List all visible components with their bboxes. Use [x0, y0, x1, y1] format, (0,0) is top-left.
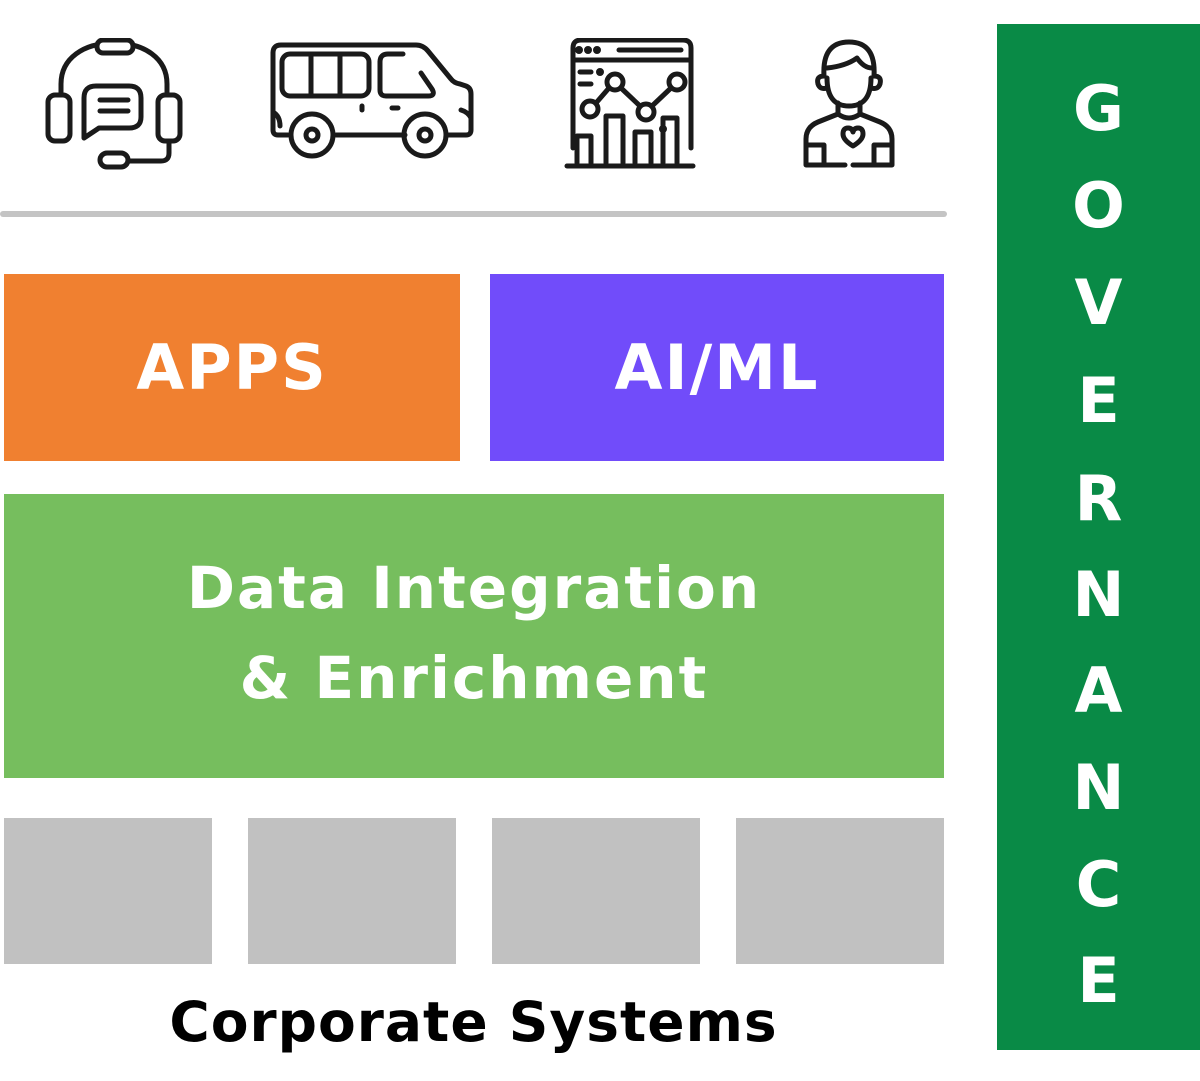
- van-icon: [268, 38, 478, 163]
- corporate-system-block-1: [4, 818, 212, 964]
- governance-bar: G O V E R N A N C E: [997, 24, 1200, 1050]
- customer-support-headset-icon: [44, 38, 184, 173]
- apps-layer: APPS: [4, 274, 460, 461]
- governance-letter: E: [1077, 944, 1120, 1017]
- governance-letter: E: [1077, 364, 1120, 437]
- governance-letter: N: [1072, 751, 1125, 824]
- ai-ml-layer: AI/ML: [490, 274, 944, 461]
- apps-label: APPS: [136, 331, 328, 404]
- data-integration-label-line2: & Enrichment: [239, 644, 709, 712]
- person-heart-icon: [802, 38, 897, 173]
- governance-letter: G: [1073, 72, 1124, 145]
- corporate-systems-label: Corporate Systems: [169, 990, 778, 1054]
- governance-letter: A: [1074, 654, 1123, 727]
- ai-ml-label: AI/ML: [614, 331, 820, 404]
- governance-letter: R: [1074, 462, 1123, 535]
- analytics-dashboard-icon: [563, 38, 698, 173]
- data-integration-layer: Data Integration & Enrichment: [4, 494, 944, 778]
- corporate-system-block-2: [248, 818, 456, 964]
- corporate-system-block-4: [736, 818, 944, 964]
- governance-letter: V: [1074, 266, 1123, 339]
- corporate-system-block-3: [492, 818, 700, 964]
- data-integration-label-line1: Data Integration: [186, 554, 762, 622]
- governance-letter: N: [1072, 558, 1125, 631]
- governance-letter: C: [1075, 848, 1122, 921]
- governance-letter: O: [1072, 169, 1125, 242]
- divider-line: [0, 211, 947, 217]
